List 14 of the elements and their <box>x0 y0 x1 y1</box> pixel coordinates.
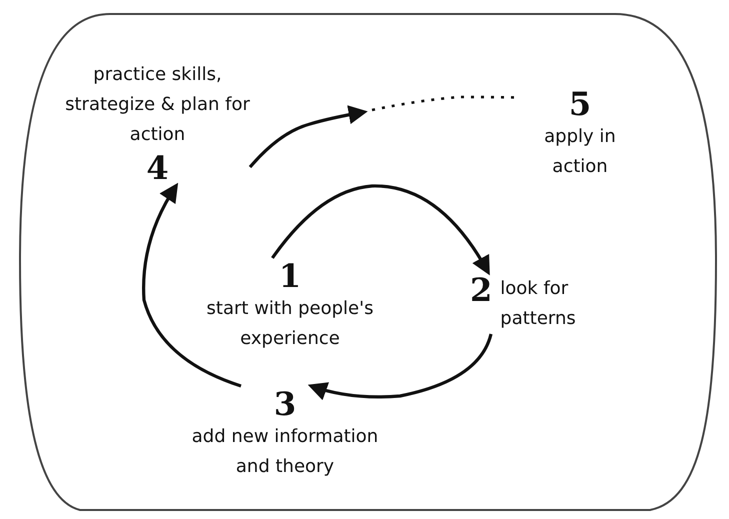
arrow <box>248 105 368 168</box>
step-description: apply in action <box>543 125 617 179</box>
step-number: 5 <box>568 86 592 122</box>
arrow <box>308 334 493 400</box>
step-description: add new information and theory <box>190 425 380 479</box>
step-number: 1 <box>278 258 302 294</box>
step-description: start with people's experience <box>206 297 374 351</box>
arrow <box>271 184 490 276</box>
arrow <box>142 182 242 388</box>
step-description: look for patterns <box>500 277 577 331</box>
step-number: 4 <box>146 150 169 186</box>
step-number: 2 <box>470 272 492 308</box>
step-number: 3 <box>274 386 296 422</box>
step-description: practice skills, strategize & plan for action <box>65 63 250 147</box>
